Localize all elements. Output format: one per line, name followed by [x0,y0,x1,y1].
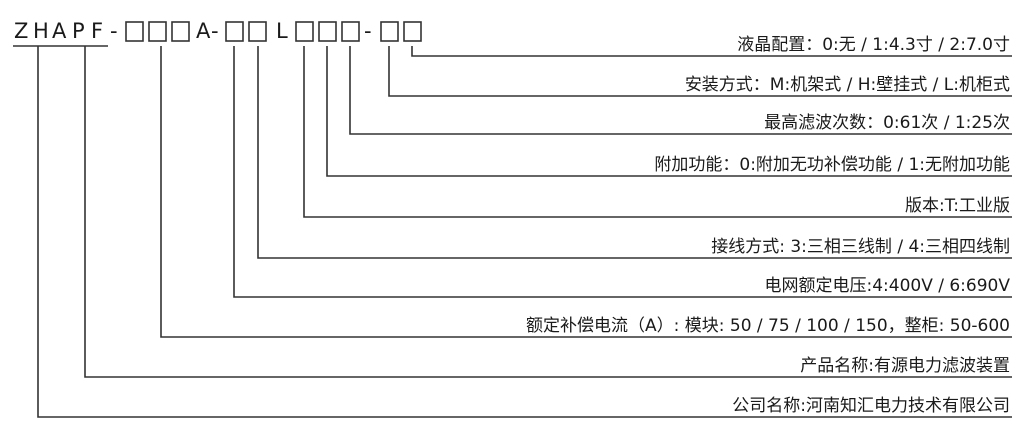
model-code: Z H A P F - A - L - [14,19,422,43]
label-function: 附加功能：0:附加无功补偿功能 / 1:无附加功能 [654,155,1010,175]
code-char-z: Z [14,19,28,43]
code-box-voltage [225,21,244,42]
label-lcd: 液晶配置：0:无 / 1:4.3寸 / 2:7.0寸 [737,35,1010,55]
connector-lines [37,46,1012,418]
code-box-current-1 [125,21,144,42]
labels: 液晶配置：0:无 / 1:4.3寸 / 2:7.0寸 安装方式：M:机架式 / … [526,35,1010,416]
label-version: 版本:T:工业版 [905,196,1010,216]
code-box-current-2 [148,21,167,42]
label-product: 产品名称:有源电力滤波装置 [800,356,1010,376]
connector-version [303,46,1012,218]
label-harmonic: 最高滤波次数：0:61次 / 1:25次 [764,113,1010,133]
code-box-current-3 [171,21,190,42]
code-box-mounting [380,21,399,42]
code-char-dash-1: - [110,19,118,43]
code-char-a: A [52,19,67,43]
code-box-wiring [248,21,267,42]
label-company: 公司名称:河南知汇电力技术有限公司 [732,396,1010,416]
label-voltage: 电网额定电压:4:400V / 6:690V [764,276,1010,296]
label-wiring: 接线方式: 3:三相三线制 / 4:三相四线制 [711,237,1010,257]
connector-lcd [411,46,1012,57]
code-box-function [318,21,337,42]
code-char-dash-2: - [211,19,219,43]
connector-current [160,46,1012,338]
code-char-dash-3: - [364,19,372,43]
connector-harmonic [349,46,1012,135]
label-mounting: 安装方式：M:机架式 / H:壁挂式 / L:机柜式 [685,75,1010,95]
connector-function [326,46,1012,177]
connector-product [84,46,1012,378]
code-char-h: H [33,19,49,43]
label-current: 额定补偿电流（A）: 模块: 50 / 75 / 100 / 150，整柜: 5… [526,316,1010,336]
connector-wiring [257,46,1012,259]
connector-mounting [388,46,1012,97]
code-char-f: F [91,19,103,43]
code-box-lcd [403,21,422,42]
code-box-version [295,21,314,42]
code-char-a2: A [196,19,211,43]
code-box-harmonic [341,21,360,42]
connector-company [37,46,1012,418]
connector-voltage [233,46,1012,298]
code-char-l: L [276,19,288,43]
code-char-p: P [72,19,85,43]
